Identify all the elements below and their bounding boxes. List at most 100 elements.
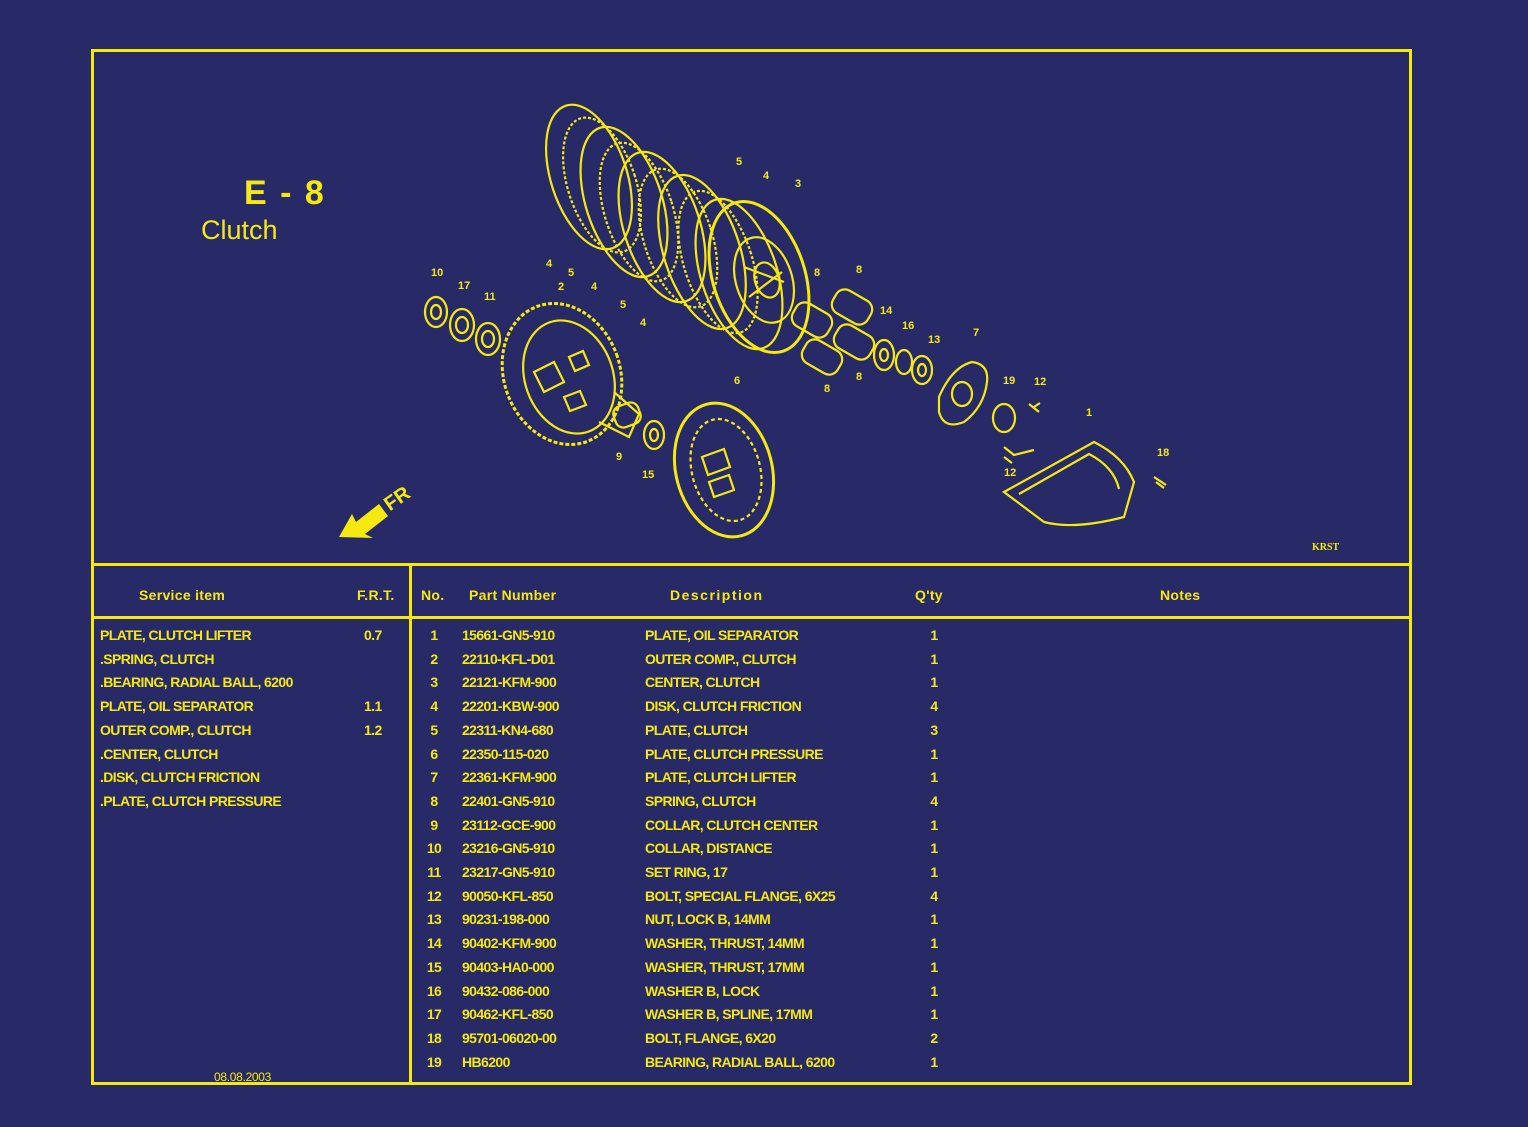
service-item-name: PLATE, OIL SEPARATOR	[100, 698, 254, 715]
part-row-description: DISK, CLUTCH FRICTION	[645, 698, 802, 715]
left-washers	[423, 295, 502, 357]
callout-label: 14	[880, 305, 893, 317]
part-row-no: 16	[426, 982, 442, 999]
part-row-no: 1	[430, 627, 438, 643]
part-row-description: COLLAR, CLUTCH CENTER	[645, 816, 818, 833]
part-row-description: NUT, LOCK B, 14MM	[645, 911, 771, 928]
callout-labels: 10 17 11 2 4 5 4 5 4 5 4 3 8 8 8 8 14 16…	[431, 156, 1169, 481]
part-row-qty: 4	[930, 887, 938, 904]
part-row-part-number: 90432-086-000	[462, 982, 550, 999]
callout-label: 15	[642, 469, 654, 481]
part-row-qty: 1	[930, 982, 938, 999]
part-row-part-number: 22110-KFL-D01	[462, 650, 555, 667]
callout-label: 3	[795, 178, 801, 190]
clutch-outer	[500, 301, 641, 447]
part-row-part-number: 22350-115-020	[462, 745, 549, 762]
service-item-name: .DISK, CLUTCH FRICTION	[100, 769, 260, 786]
callout-label: 12	[1034, 376, 1046, 388]
callout-label: 18	[1157, 447, 1169, 459]
part-row-part-number: 22361-KFM-900	[462, 769, 557, 786]
part-row-qty: 2	[930, 1029, 938, 1046]
part-row-qty: 1	[930, 1053, 938, 1070]
callout-label: 4	[546, 258, 553, 270]
part-row-part-number: 22121-KFM-900	[462, 674, 557, 691]
part-row-description: WASHER, THRUST, 17MM	[645, 958, 805, 975]
callout-label: 5	[568, 267, 574, 279]
drawing-code: KRST	[1312, 542, 1340, 553]
part-row-qty: 1	[930, 627, 938, 643]
callout-label: 11	[484, 291, 496, 303]
part-row-description: SPRING, CLUTCH	[645, 792, 756, 809]
part-row-qty: 3	[930, 721, 938, 738]
clutch-plate-stack	[544, 103, 784, 351]
part-row-no: 9	[430, 816, 438, 833]
part-row-description: WASHER, THRUST, 14MM	[645, 935, 805, 952]
pressure-plate	[672, 401, 776, 539]
callout-label: 17	[458, 280, 470, 292]
part-row-part-number: 23112-GCE-900	[462, 816, 556, 833]
parts-sheet-frame: E - 8 Clutch	[91, 49, 1412, 1085]
col-header-notes: Notes	[1160, 587, 1201, 603]
part-row-no: 12	[426, 887, 442, 904]
service-item-name: .PLATE, CLUTCH PRESSURE	[100, 792, 282, 809]
service-item-name: .SPRING, CLUTCH	[100, 650, 214, 667]
washers-nut	[872, 338, 934, 386]
lifter-plate	[937, 360, 1041, 434]
part-row-qty: 1	[930, 674, 938, 691]
part-row-no: 8	[430, 792, 438, 809]
service-item-frt: 0.7	[364, 627, 382, 643]
collar-washer	[612, 401, 666, 451]
callout-label: 1	[1086, 407, 1092, 419]
issue-date: 08.08.2003	[214, 1070, 272, 1084]
part-row-no: 17	[426, 1006, 442, 1023]
part-row-description: PLATE, CLUTCH LIFTER	[645, 769, 797, 786]
part-row-qty: 1	[930, 840, 938, 857]
part-row-part-number: 90050-KFL-850	[462, 887, 554, 904]
part-row-part-number: HB6200	[462, 1053, 510, 1070]
part-row-part-number: 22311-KN4-680	[462, 721, 554, 738]
callout-label: 9	[616, 451, 622, 463]
part-row-description: WASHER B, SPLINE, 17MM	[645, 1006, 813, 1023]
part-row-description: COLLAR, DISTANCE	[645, 840, 773, 857]
service-item-name: OUTER COMP., CLUTCH	[100, 721, 252, 738]
col-header-frt: F.R.T.	[357, 587, 395, 603]
section-title: Clutch	[201, 215, 278, 245]
callout-label: 10	[431, 267, 443, 279]
col-header-qty: Q'ty	[915, 587, 943, 603]
callout-label: 8	[814, 267, 820, 279]
col-header-part-number: Part Number	[469, 587, 557, 603]
part-row-part-number: 22401-GN5-910	[462, 792, 555, 809]
part-row-qty: 1	[930, 650, 938, 667]
part-row-part-number: 90402-KFM-900	[462, 935, 557, 952]
part-row-qty: 1	[930, 864, 938, 880]
section-code: E - 8	[244, 174, 326, 212]
callout-label: 5	[736, 156, 742, 168]
part-row-part-number: 23216-GN5-910	[462, 840, 555, 857]
service-item-name: PLATE, CLUTCH LIFTER	[100, 627, 252, 643]
part-row-qty: 1	[930, 958, 938, 975]
clutch-center	[707, 199, 811, 355]
part-row-part-number: 90462-KFL-850	[462, 1006, 554, 1023]
callout-label: 6	[734, 375, 740, 387]
part-row-no: 6	[430, 745, 438, 762]
callout-label: 8	[824, 383, 830, 395]
part-row-description: BOLT, FLANGE, 6X20	[645, 1029, 776, 1046]
bolts	[1003, 446, 1167, 486]
service-item-frt: 1.1	[364, 698, 382, 715]
part-row-description: OUTER COMP., CLUTCH	[645, 650, 797, 667]
callout-label: 16	[902, 320, 914, 332]
part-row-qty: 4	[930, 698, 938, 715]
part-row-no: 13	[426, 911, 442, 928]
part-row-qty: 1	[930, 816, 938, 833]
callout-label: 4	[640, 317, 647, 329]
part-row-description: BEARING, RADIAL BALL, 6200	[645, 1053, 835, 1070]
part-row-qty: 4	[930, 792, 938, 809]
callout-label: 8	[856, 264, 862, 276]
callout-label: 4	[591, 281, 598, 293]
callout-label: 19	[1003, 375, 1015, 387]
callout-label: 2	[558, 281, 564, 293]
callout-label: 12	[1004, 467, 1016, 479]
service-item-frt: 1.2	[364, 721, 382, 738]
part-row-qty: 1	[930, 1006, 938, 1023]
part-row-description: WASHER B, LOCK	[645, 982, 760, 999]
